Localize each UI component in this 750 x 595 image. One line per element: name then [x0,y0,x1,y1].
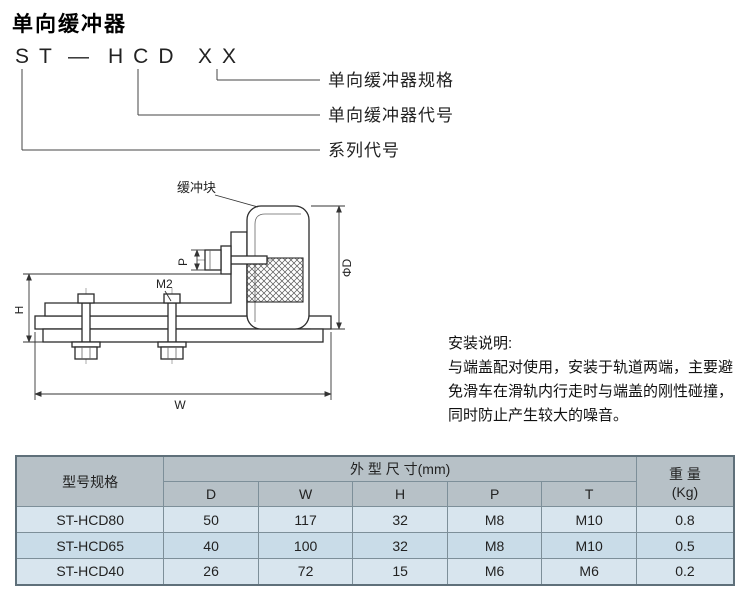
stud1-washer [71,341,101,348]
cell-kg: 0.5 [635,532,735,559]
stud2-shaft [167,302,177,343]
buffer-inner-contour [254,213,301,322]
code-spec: XX [198,45,246,68]
stud1-nut [74,346,98,360]
cell-h: 15 [352,558,448,585]
col-header-d: D [163,481,259,507]
technical-drawing: 缓冲块 P M2 H W ΦD [15,180,354,412]
col-header-weight: 重 量 (Kg) [635,455,735,507]
cell-p: M6 [446,558,543,585]
m2-label: M2 [156,277,173,291]
cell-t: M6 [541,558,637,585]
cell-d: 40 [163,532,259,559]
cell-t: M10 [541,532,637,559]
table-row: ST-HCD40 26 72 15 M6 M6 0.2 [15,558,735,585]
col-header-model: 型号规格 [15,455,165,507]
code-dash: — [68,45,99,68]
table-row: ST-HCD80 50 117 32 M8 M10 0.8 [15,506,735,533]
bolt-shaft [230,255,268,265]
cell-t: M10 [541,506,637,533]
installation-body: 与端盖配对使用，安装于轨道两端，主要避免滑车在滑轨内行走时与端盖的刚性碰撞，同时… [448,359,734,424]
label-spec: 单向缓冲器规格 [328,71,454,90]
cell-model: ST-HCD65 [15,532,165,559]
cell-w: 100 [257,532,354,559]
col-header-w: W [257,481,354,507]
stud2-nut [160,346,184,360]
m2-leader [164,290,172,302]
code-series: ST [15,45,62,68]
col-header-h: H [352,481,448,507]
cell-d: 50 [163,506,259,533]
col-header-p: P [446,481,543,507]
rubber-section [246,257,304,303]
installation-notes: 安装说明: 与端盖配对使用，安装于轨道两端，主要避免滑车在滑轨内行走时与端盖的刚… [448,332,740,428]
col-header-t: T [541,481,637,507]
cell-kg: 0.8 [635,506,735,533]
stud1-head [77,293,95,304]
buffer-block-label: 缓冲块 [177,180,216,195]
bolt-washer [220,245,232,275]
cell-model: ST-HCD80 [15,506,165,533]
cell-p: M8 [446,506,543,533]
col-header-weight-line1: 重 量 [669,465,701,482]
cell-d: 26 [163,558,259,585]
stud2-head [163,293,181,304]
stud2-washer [157,341,187,348]
cell-w: 72 [257,558,354,585]
model-code-diagram: ST — HCD XX 单向缓冲器规格 单向缓冲器代号 系列代号 [15,45,454,160]
p-dim-label: P [176,258,190,266]
spec-table: 型号规格 外 型 尺 寸(mm) 重 量 (Kg) D W H P T ST-H… [15,455,735,586]
w-dim-label: W [174,398,186,412]
label-code: 单向缓冲器代号 [328,106,454,125]
table-row: ST-HCD65 40 100 32 M8 M10 0.5 [15,532,735,559]
bolt-head [204,249,222,271]
h-dim-label: H [15,306,26,315]
installation-title: 安装说明: [448,335,513,352]
label-series: 系列代号 [328,141,400,160]
page-title: 单向缓冲器 [12,13,127,36]
cell-model: ST-HCD40 [15,558,165,585]
buffer-block-leader [214,194,259,208]
code-name: HCD [108,45,184,68]
col-header-weight-line2: (Kg) [671,483,699,500]
cell-h: 32 [352,532,448,559]
cell-p: M8 [446,532,543,559]
cell-h: 32 [352,506,448,533]
cell-kg: 0.2 [635,558,735,585]
d-dim-label: ΦD [340,259,354,278]
cell-w: 117 [257,506,354,533]
stud1-shaft [81,302,91,343]
col-header-dims-group: 外 型 尺 寸(mm) [163,455,637,482]
